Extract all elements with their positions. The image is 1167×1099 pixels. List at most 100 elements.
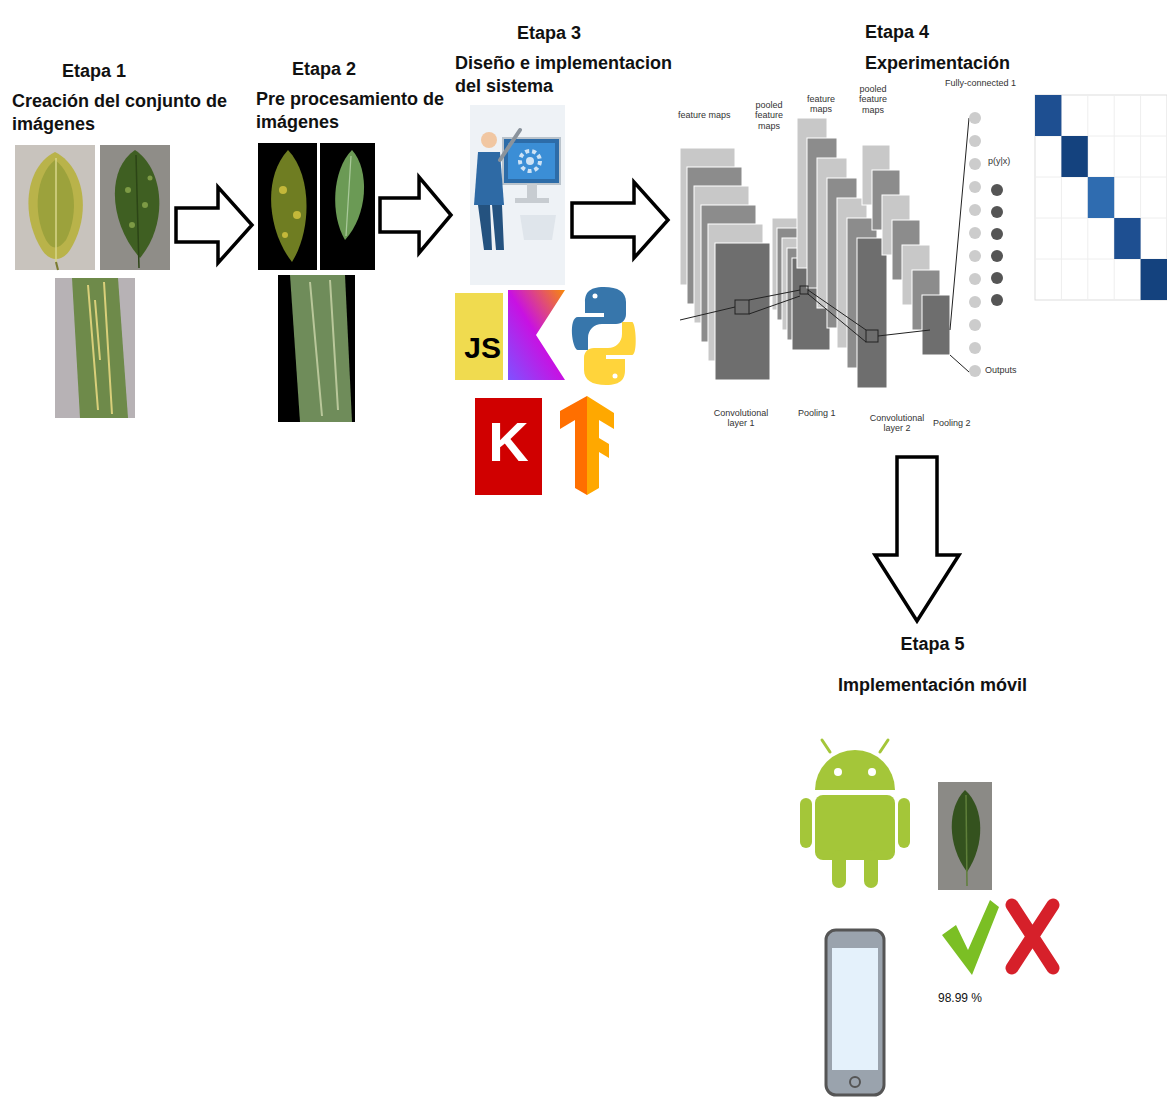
python-logo [572, 287, 636, 385]
stage-title: Creación del conjunto de imágenes [12, 90, 247, 135]
stage-heading: Etapa 2Pre procesamiento de imágenes [256, 58, 452, 134]
leaf-photo [100, 145, 170, 270]
kernel-lines [808, 290, 930, 342]
leaf-photo [15, 145, 95, 270]
cross-mark [1012, 905, 1053, 968]
leaf-photo [142, 202, 148, 208]
processed-leaf [335, 150, 364, 240]
system-icon [520, 215, 556, 240]
phone-icon [826, 930, 884, 1095]
pooling-layer-2 [862, 145, 950, 355]
leaf-photo [55, 278, 135, 418]
diagram-label: 98.99 % [938, 992, 1018, 1004]
processed-leaf [271, 150, 306, 262]
diagram-label: JS [455, 333, 501, 363]
system-icon [520, 151, 540, 171]
android-logo [800, 740, 910, 888]
fully-connected-neurons [969, 135, 981, 147]
block-arrow [875, 457, 959, 621]
block-arrow [380, 177, 451, 253]
keras-logo [475, 398, 542, 495]
tensorflow-logo [587, 396, 614, 495]
android-logo [815, 795, 895, 860]
confusion-matrix [1035, 95, 1167, 300]
android-logo [868, 768, 876, 776]
stage-number: Etapa 4 [865, 21, 1065, 44]
system-icon [526, 157, 534, 165]
android-logo [834, 768, 842, 776]
leaf-photo [15, 145, 95, 270]
diagram-label: p(y|x) [988, 156, 1030, 166]
processed-leaf [258, 143, 317, 270]
diagram-label: Outputs [985, 365, 1033, 375]
fully-connected-neurons [969, 158, 981, 170]
system-icon [515, 198, 549, 203]
confusion-matrix [1141, 259, 1167, 300]
tensorflow-logo [560, 396, 614, 495]
stage-panel: Etapa 2Pre procesamiento de imágenes [256, 141, 378, 425]
javascript-logo [455, 293, 503, 380]
diagram-label: Convolutional layer 1 [708, 408, 774, 429]
fully-connected-neurons [969, 365, 981, 377]
leaf-photo [938, 782, 992, 890]
diagram-label: Pooling 2 [933, 418, 979, 428]
system-icon [470, 105, 565, 285]
fully-connected-neurons [969, 204, 981, 216]
diagram-label: Convolutional layer 2 [866, 413, 928, 434]
kernel-lines [866, 330, 878, 342]
confusion-matrix [1114, 218, 1140, 259]
phone-icon [826, 930, 884, 1095]
fully-connected-neurons [991, 184, 1003, 196]
javascript-logo [455, 293, 503, 380]
conv-layer-1 [715, 243, 770, 380]
python-logo [584, 322, 636, 385]
leaf-photo [129, 222, 135, 228]
kernel-lines [735, 300, 749, 314]
pooling-layer-2 [922, 295, 950, 355]
system-icon [470, 105, 565, 285]
processed-leaf [346, 156, 351, 236]
leaf-photo [55, 278, 135, 418]
android-logo [864, 850, 878, 888]
conv-layer-2 [857, 238, 887, 388]
stage-number: Etapa 3 [455, 22, 695, 45]
diagram-label: pooled feature maps [849, 84, 897, 115]
processed-leaf [293, 211, 301, 219]
check-mark [942, 900, 999, 975]
android-logo [800, 798, 812, 848]
confusion-matrix [1035, 95, 1167, 300]
stage-panel: Etapa 1Creación del conjunto de imágenes [12, 143, 174, 425]
stage-number: Etapa 2 [256, 58, 452, 81]
processed-leaf [279, 186, 287, 194]
stage-panel: Etapa 5 Implementación móvil [800, 625, 1065, 1097]
android-logo [898, 798, 910, 848]
processed-leaf [320, 143, 375, 270]
fully-connected-neurons [969, 273, 981, 285]
stage-number: Etapa 5 [800, 633, 1065, 656]
kernel-lines [800, 286, 808, 294]
cross-mark [1012, 905, 1053, 968]
android-logo [832, 850, 846, 888]
diagram-label: K [475, 414, 542, 470]
kernel-lines [680, 118, 969, 372]
system-icon [527, 184, 537, 198]
leaf-photo [72, 278, 128, 418]
stage-heading: Etapa 1Creación del conjunto de imágenes [12, 60, 247, 136]
confusion-matrix [1061, 136, 1087, 177]
confusion-matrix [1088, 177, 1114, 218]
stage-heading: Etapa 3Diseño e implementacion del siste… [455, 22, 695, 98]
stage-title: Implementación móvil [800, 674, 1065, 697]
diagram-label: pooled feature maps [744, 100, 794, 131]
leaf-photo [966, 795, 967, 886]
diagram-label: feature maps [796, 94, 846, 115]
block-arrow [572, 182, 668, 258]
leaf-photo [56, 262, 58, 270]
processed-leaf [290, 275, 352, 422]
fully-connected-neurons [969, 319, 981, 331]
kernel-lines [950, 118, 969, 372]
leaf-photo [88, 282, 112, 414]
fully-connected-neurons [969, 227, 981, 239]
keras-logo [475, 398, 542, 495]
kernel-lines [680, 290, 800, 320]
